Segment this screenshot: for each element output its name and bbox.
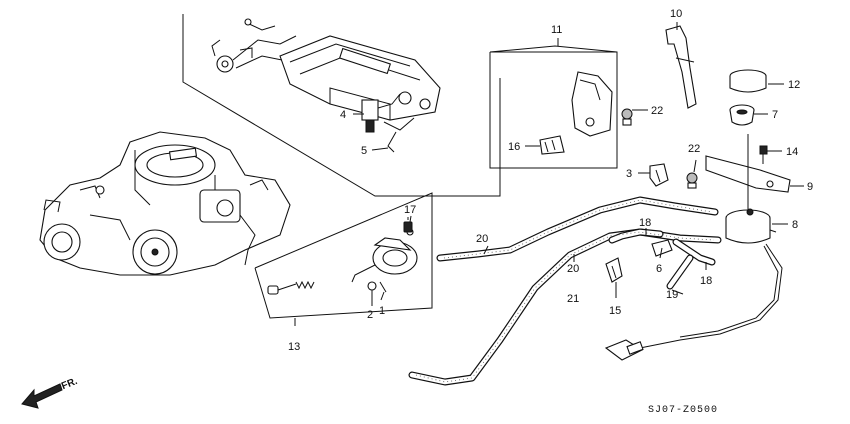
engine-inset-panel [182,14,501,197]
throttle-body [39,131,291,276]
screw-14 [759,145,768,164]
direction-label: FR. [60,376,79,392]
callouts: 1 2 3 4 5 6 7 8 9 10 11 12 13 14 15 16 1… [288,8,813,353]
actuator-assembly-panel [254,192,433,319]
wire-harness [604,243,783,361]
callout-18a: 18 [639,217,651,229]
spring-and-bolt [267,280,315,295]
cap-12 [729,69,767,93]
bracket-panel [489,45,633,169]
callout-22b: 22 [688,143,700,155]
clamp-3 [649,163,669,187]
callout-11: 11 [551,24,562,36]
callout-20a: 20 [476,233,488,245]
actuator [351,228,418,283]
valve-7 [729,104,755,126]
callout-12: 12 [788,79,800,91]
throttle-pulley [132,229,178,275]
clip-16 [539,135,565,155]
callout-5: 5 [361,145,367,157]
callout-1: 1 [379,305,385,317]
dashpot [43,199,81,261]
fitting-22b [686,172,698,189]
callout-3: 3 [626,168,632,180]
bracket-10 [665,25,697,109]
callout-20b: 20 [567,263,579,275]
throttle-linkage-top [211,18,297,73]
grommet-22a [621,108,633,126]
throttle-sensor [199,189,256,266]
bolt-17 [403,217,413,233]
front-direction-arrow: FR. [21,376,79,409]
callout-13: 13 [288,341,300,353]
callout-10: 10 [670,8,682,20]
diagram-code: SJ07-Z0500 [648,405,718,416]
cylinder-head-cover [279,35,441,121]
callout-15: 15 [609,305,621,317]
callout-21: 21 [567,293,579,305]
callout-4: 4 [340,109,346,121]
callout-18b: 18 [700,275,712,287]
callout-6: 6 [656,263,662,275]
idle-control-valve [361,93,415,153]
leader-lines [294,22,804,326]
callout-8: 8 [792,219,798,231]
callout-17: 17 [404,204,416,216]
bracket-11 [571,71,613,137]
callout-7: 7 [772,109,778,121]
callout-2: 2 [367,309,373,321]
callout-22a: 22 [651,105,663,117]
callout-16: 16 [508,141,520,153]
vacuum-tank-8 [725,208,777,244]
clip-15 [605,257,623,283]
callout-14: 14 [786,146,798,158]
clip-1-2 [367,281,387,293]
hoses [408,196,722,386]
callout-19: 19 [666,289,678,301]
callout-9: 9 [807,181,813,193]
